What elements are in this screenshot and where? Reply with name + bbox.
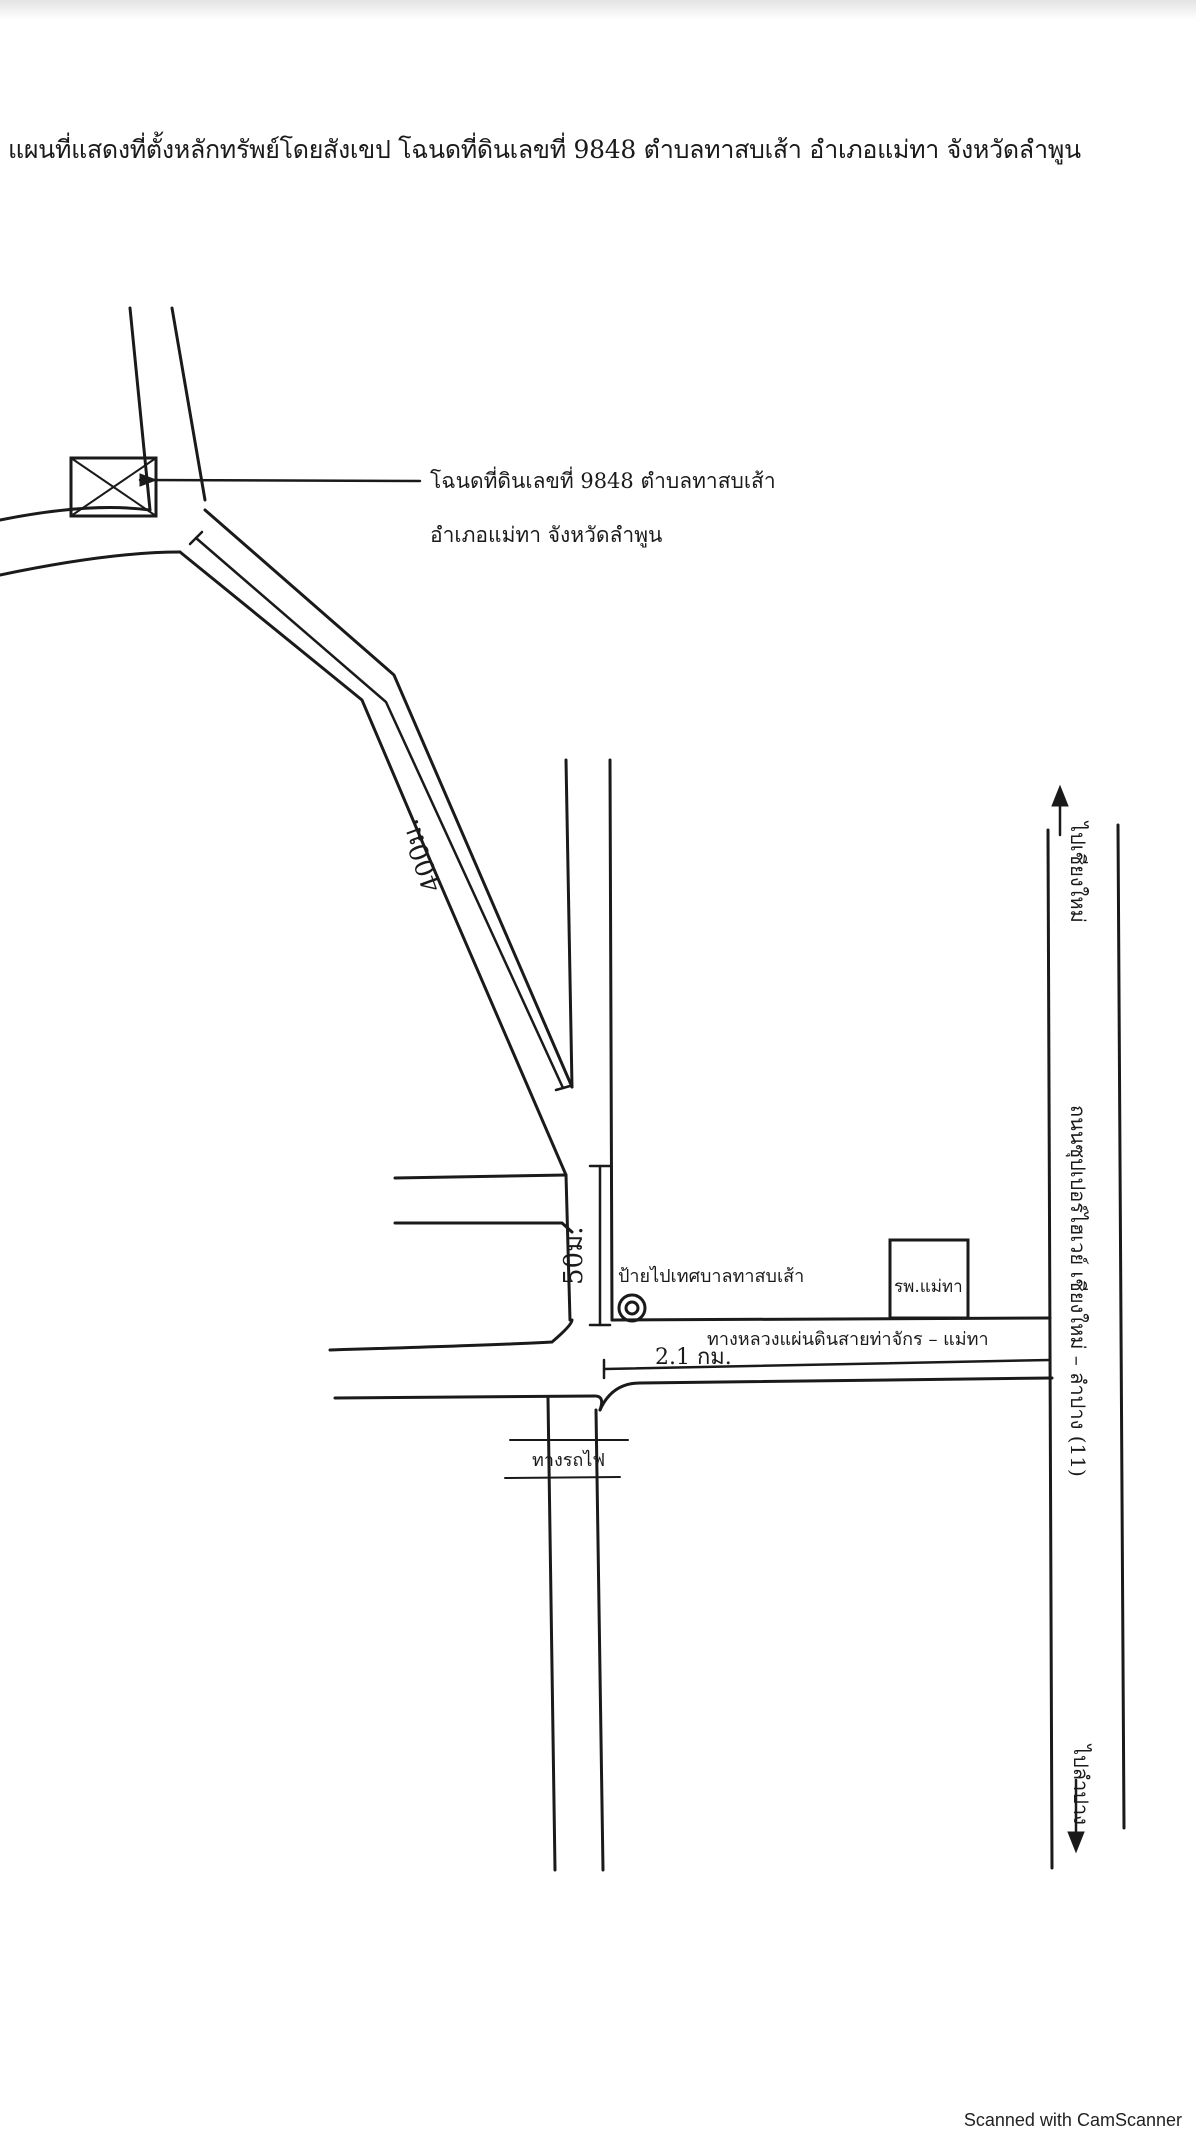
distance-50m-label: 50ม. (559, 1227, 589, 1286)
distance-400m-label: 400ม. (395, 815, 449, 896)
rural-road-north-edge (610, 1316, 1052, 1322)
arrow-south-head (1067, 1831, 1085, 1854)
railway-line-bottom (504, 1476, 621, 1479)
railway-label: ทางรถไฟ (532, 1449, 605, 1471)
land-parcel-marker (69, 456, 158, 518)
sign-label: ป้ายไปเทศบาลทาสบเส้า (618, 1265, 804, 1287)
west-cross-road-1 (393, 1173, 568, 1180)
superhighway-east-edge (1116, 823, 1126, 1830)
local-road-left-edge (564, 758, 574, 1089)
map-title: แผนที่แสดงที่ตั้งหลักทรัพย์โดยสังเขป โฉน… (8, 135, 1081, 164)
west-cross-road-2 (393, 1221, 574, 1234)
dimension-400m-tick-top (188, 530, 204, 546)
hospital-building (888, 1238, 970, 1320)
distance-2-1km-label: 2.1 กม. (655, 1345, 732, 1370)
south-road-right-edge (594, 1408, 605, 1872)
diagonal-road-left-edge (178, 550, 568, 1177)
parcel-pointer-head (139, 473, 158, 487)
parcel-label-line2: อำเภอแม่ทา จังหวัดลำพูน (430, 523, 662, 548)
to-chiangmai-label: ไปเชียงใหม่ (1066, 820, 1090, 923)
scanner-watermark: Scanned with CamScanner (963, 2110, 1182, 2130)
local-road-left-south (564, 1173, 572, 1322)
dimension-2-1km-line (602, 1358, 1052, 1371)
dimension-400m-tick-bottom (554, 1084, 572, 1092)
superhighway-label: ถนนซุปเปอร์ไฮเวย์ เชียงใหม่ – ลำปาง (11) (1065, 1105, 1090, 1477)
sign-marker-inner (624, 1300, 640, 1316)
west-cross-road-3 (328, 1318, 574, 1352)
to-lampang-label: ไปลำปาง (1069, 1743, 1093, 1825)
west-cross-road-4 (333, 1394, 604, 1412)
arrow-north-head (1051, 784, 1069, 807)
dimension-400m-line (194, 536, 565, 1090)
parcel-label-line1: โฉนดที่ดินเลขที่ 9848 ตำบลทาสบเส้า (430, 466, 776, 493)
land-parcel-cross-b (70, 457, 157, 517)
north-road-right-edge (170, 306, 207, 502)
local-road-right-edge (608, 758, 614, 1322)
west-road-lower-edge (0, 550, 182, 577)
hospital-label: รพ.แม่ทา (894, 1277, 963, 1297)
sign-marker-outer (617, 1293, 647, 1323)
parcel-pointer-line (138, 478, 422, 483)
superhighway-west-edge (1046, 828, 1054, 1870)
rural-road-south-edge (598, 1376, 1054, 1412)
diagonal-road-right-edge (203, 508, 574, 1089)
scan-top-edge (0, 0, 1196, 20)
rural-road-label: ทางหลวงแผ่นดินสายท่าจักร – แม่ทา (707, 1329, 989, 1350)
